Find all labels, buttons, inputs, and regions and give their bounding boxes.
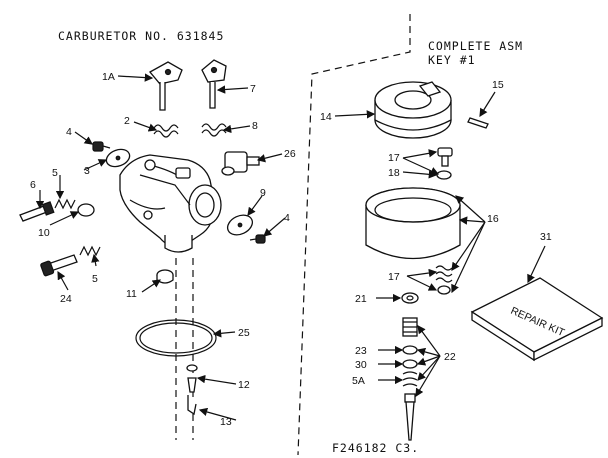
part-17-spring [435, 265, 453, 295]
callout-8: 8 [252, 120, 258, 132]
callout-5-lower: 5 [92, 273, 98, 285]
callout-3: 3 [84, 165, 90, 177]
part-23-washer [402, 345, 418, 355]
assembly-boundary [175, 14, 411, 456]
figure-code: F246182 C3. [332, 441, 419, 455]
part-7-choke-lever [201, 59, 227, 109]
part-24-needle [40, 254, 78, 277]
part-5-spring-upper [54, 198, 76, 210]
callout-26: 26 [284, 148, 296, 160]
callout-11: 11 [126, 288, 137, 300]
part-4-screw-lower [249, 234, 266, 244]
part-4-screw-upper [92, 141, 111, 152]
part-5a-spring [402, 371, 418, 387]
callout-24: 24 [60, 293, 72, 305]
part-13-float-pin [187, 395, 197, 416]
callout-10: 10 [38, 227, 50, 239]
callout-9: 9 [260, 187, 266, 199]
callout-labels: 1A 2 3 4 4 5 5 5A 6 7 8 9 10 11 12 13 14… [30, 71, 552, 428]
part-main-jet [404, 393, 416, 441]
part-14-float [374, 81, 452, 139]
callout-30: 30 [355, 359, 367, 371]
callout-22: 22 [444, 351, 456, 363]
callout-17-lower: 17 [388, 271, 400, 283]
part-3-throttle-plate [105, 148, 131, 168]
callout-21: 21 [355, 293, 367, 305]
callout-12: 12 [238, 379, 250, 391]
part-5-spring-lower [79, 245, 101, 257]
callout-13: 13 [220, 416, 232, 428]
callout-7: 7 [250, 83, 256, 95]
part-18-washer [436, 170, 452, 180]
part-6-idle-screw [19, 201, 55, 222]
complete-asm-label: COMPLETE ASM [428, 39, 523, 53]
callout-6: 6 [30, 179, 36, 191]
key-label: KEY #1 [428, 53, 476, 67]
callout-14: 14 [320, 111, 332, 123]
callout-16: 16 [487, 213, 499, 225]
callout-5-upper: 5 [52, 167, 58, 179]
part-31-repair-kit: REPAIR KIT [470, 277, 604, 362]
carburetor-body [119, 154, 222, 253]
part-9-choke-plate [226, 214, 254, 236]
callout-5a: 5A [352, 375, 365, 387]
part-25-bowl-gasket [135, 319, 217, 357]
part-1a-throttle-lever [148, 61, 183, 111]
part-22-bowl-nut [402, 317, 418, 337]
callout-17-upper: 17 [388, 152, 400, 164]
callout-18: 18 [388, 167, 400, 179]
callout-15: 15 [492, 79, 504, 91]
part-8-spring [201, 123, 227, 137]
callout-1a: 1A [102, 71, 115, 83]
callout-4-lower: 4 [284, 212, 290, 224]
callout-2: 2 [124, 115, 130, 127]
part-10-washer [77, 203, 95, 217]
leader-lines [35, 73, 546, 421]
part-2-spring [153, 124, 179, 138]
diagram-title: CARBURETOR NO. 631845 [58, 29, 224, 43]
part-26-fuel-inlet [221, 151, 260, 176]
part-12-needle-clip [186, 364, 198, 393]
callout-4-upper: 4 [66, 126, 72, 138]
part-15-pin [467, 117, 489, 129]
part-16-fuel-bowl [365, 187, 461, 260]
part-21-washer [401, 292, 419, 304]
callout-23: 23 [355, 345, 367, 357]
callout-31: 31 [540, 231, 552, 243]
part-17-bolt-top [437, 147, 453, 167]
part-30-o-ring [402, 359, 418, 369]
callout-25: 25 [238, 327, 250, 339]
